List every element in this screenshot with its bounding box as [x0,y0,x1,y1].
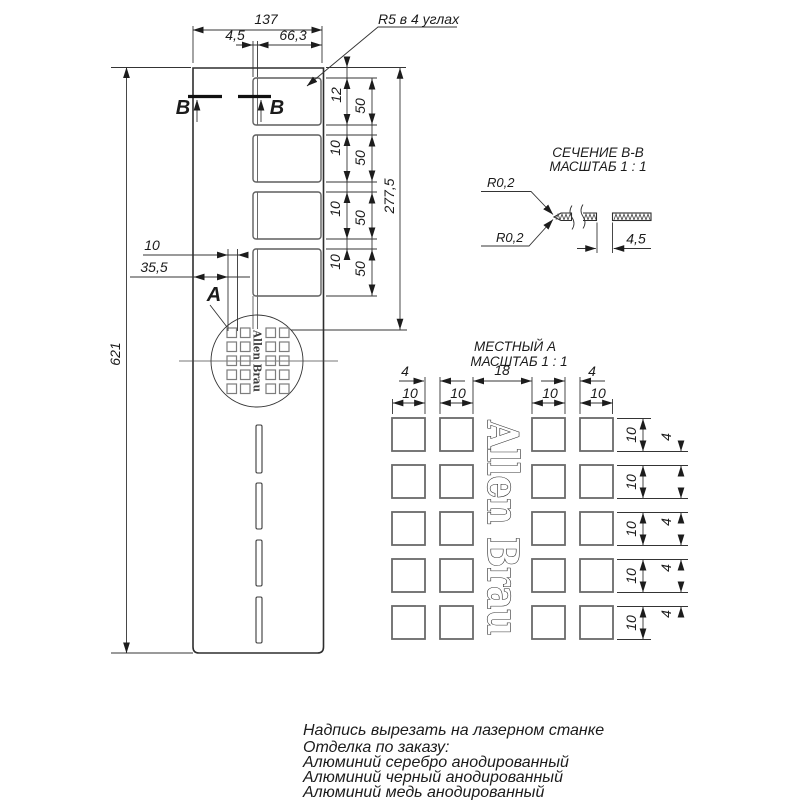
detail-dim-gap: 4 [658,610,674,618]
detail-dim-square: 10 [590,385,606,401]
detail-dim-gap: 4 [658,433,674,441]
detail-dim-gap: 4 [588,363,596,379]
slot-cutout [252,77,322,126]
dim-width: 137 [254,11,279,27]
detail-view-scale: МАСШТАБ 1 : 1 [470,354,567,369]
section-view-title: СЕЧЕНИЕ В-В [552,145,644,160]
logo-text-large: Allen Brau [478,420,527,636]
section-view-scale: МАСШТАБ 1 : 1 [549,159,646,174]
dim-slot-height: 50 [352,98,368,114]
detail-dimensions-right: 10 10 10 10 10 4 4 4 4 [617,418,688,640]
slot-cutout [252,248,322,297]
edge-radius-label: R0,2 [487,175,515,190]
logo-text-small: Allen Brau [251,329,265,392]
narrow-slit [255,482,263,530]
edge-radius-leader [481,219,554,247]
section-view: СЕЧЕНИЕ В-В МАСШТАБ 1 : 1 R0,2 R0,2 4,5 [481,145,652,253]
detail-dim-square: 10 [623,615,639,631]
detail-dim-square: 10 [402,385,418,401]
detail-a-leader [209,304,228,328]
detail-dim-center-band: 18 [494,362,510,378]
slot-cutout [252,191,322,240]
dim-slot-gap: 10 [327,201,343,217]
panel-outline [192,67,325,654]
section-letter: В [270,97,284,119]
detail-letter: А [206,284,221,306]
detail-dim-gap: 4 [658,518,674,526]
dimensions-top: 137 4,5 66,3 R5 в 4 углах [192,11,460,87]
dim-grid-square: 10 [144,237,160,253]
bottom-slits [255,424,263,644]
narrow-slit [255,539,263,587]
section-cut-marks: В В [176,94,284,122]
note-line: Алюминий черный анодированный [302,769,563,786]
detail-dim-square: 10 [623,568,639,584]
dim-to-logo-grid: 277,5 [381,178,397,214]
dim-slit-width: 4,5 [225,27,245,43]
detail-grid-squares [391,417,614,640]
main-view: Allen Brau [179,67,338,654]
dim-first-slot-offset: 12 [328,87,344,103]
dim-slot-height: 50 [352,210,368,226]
detail-view: МЕСТНЫЙ А МАСШТАБ 1 : 1 Allen Brau 4 [391,338,688,640]
logo-grid-squares [226,327,290,395]
dim-slot-gap: 10 [327,140,343,156]
note-line: Алюминий серебро анодированный [302,754,569,771]
detail-dim-square: 10 [623,427,639,443]
dim-slot-gap: 10 [327,254,343,270]
logo-grid-area: Allen Brau [179,314,338,408]
corner-radius-leader [306,26,457,87]
corner-radius-note: R5 в 4 углах [378,11,460,27]
dim-grid-side-offset: 35,5 [140,259,167,275]
narrow-slit [255,424,263,474]
section-strip [552,204,652,230]
edge-radius-label: R0,2 [496,230,524,245]
detail-dim-square: 10 [450,385,466,401]
detail-dim-square: 10 [542,385,558,401]
dimensions-right: 12 10 10 10 50 50 50 50 277,5 [291,56,407,331]
detail-view-title: МЕСТНЫЙ А [474,338,556,354]
break-line [569,205,575,230]
note-line: Надпись вырезать на лазерном станке [303,722,604,739]
slot-cutouts [252,77,322,329]
dim-slot-height: 50 [352,150,368,166]
dim-height: 621 [107,342,123,365]
note-line: Алюминий медь анодированный [302,784,544,800]
narrow-slit [255,596,263,644]
notes-block: Надпись вырезать на лазерном станке Отде… [302,722,604,801]
detail-dimensions-top: 4 18 4 10 10 10 10 [392,362,613,414]
note-line: Отделка по заказу: [303,739,449,756]
slot-cutout [252,134,322,183]
break-line [580,204,586,229]
dim-slit-width-section: 4,5 [626,231,646,247]
edge-radius-leader [481,191,554,215]
section-letter: В [176,97,190,119]
detail-dim-gap: 4 [401,363,409,379]
dim-slot-width: 66,3 [279,27,306,43]
detail-dim-gap: 4 [658,564,674,572]
detail-dim-square: 10 [623,521,639,537]
dim-slot-height: 50 [352,261,368,277]
dimensions-left: 621 10 35,5 А [107,67,250,654]
detail-dim-square: 10 [623,474,639,490]
